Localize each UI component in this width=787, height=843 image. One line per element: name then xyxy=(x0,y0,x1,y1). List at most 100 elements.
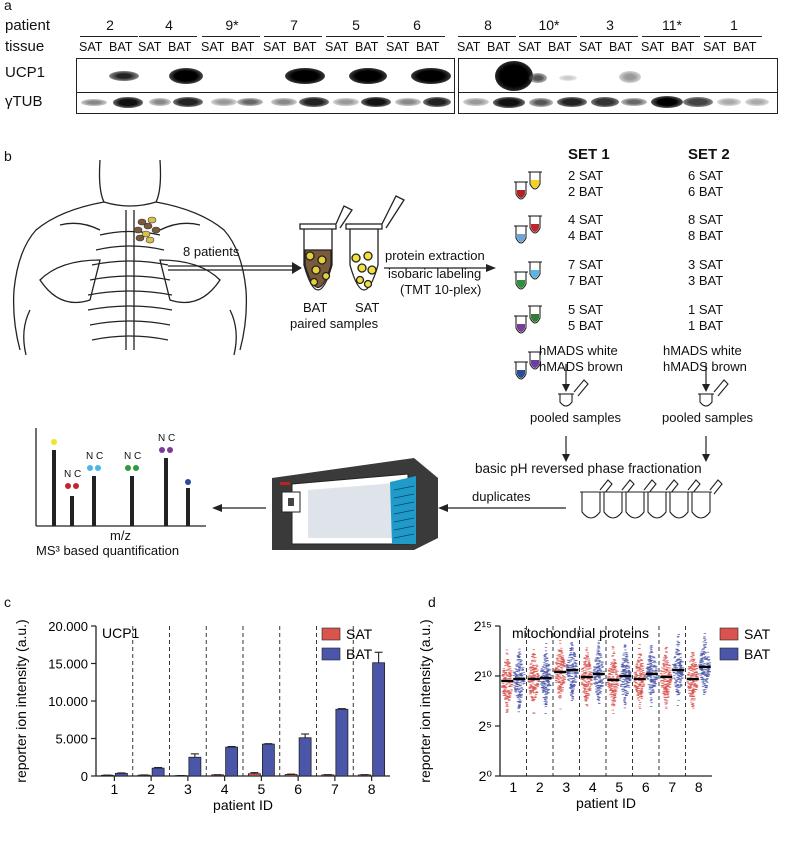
fraction-tube xyxy=(691,491,711,519)
x-axis-label: patient ID xyxy=(576,795,636,811)
set1-pooled-label: pooled samples xyxy=(530,410,622,425)
bat-patch xyxy=(133,216,161,244)
tmt-tube-fill xyxy=(531,314,539,322)
tub-blot-right xyxy=(458,92,778,114)
ucp1-blot-left xyxy=(76,58,455,94)
tissue-sat-label: SAT xyxy=(138,40,162,54)
workflow-diagram xyxy=(12,159,729,550)
x-tick-label: 4 xyxy=(221,781,229,797)
y-tick-label: 2¹⁵ xyxy=(474,618,492,634)
nc-label: N C xyxy=(158,433,176,444)
reporter-dot xyxy=(159,447,165,453)
fraction-tube-lid xyxy=(687,479,701,495)
bar-bat xyxy=(188,756,202,777)
y-tick-label: 5.000 xyxy=(55,732,88,747)
x-tick-label: 1 xyxy=(110,781,118,797)
reporter-dot xyxy=(185,479,191,485)
tmt-tube-pairs xyxy=(514,171,542,380)
tissue-sat-label: SAT xyxy=(325,40,349,54)
tissue-bat-label: BAT xyxy=(293,40,317,54)
patient-label: 1 xyxy=(730,17,738,33)
patient-underline xyxy=(326,36,384,37)
duplicates-label: duplicates xyxy=(472,489,531,504)
mz-label: m/z xyxy=(110,528,131,543)
tissue-sat-label: SAT xyxy=(457,40,481,54)
tmt-tube-fill xyxy=(531,180,539,188)
x-tick-label: 1 xyxy=(509,779,517,795)
back-illustration xyxy=(12,159,248,356)
sat-tube xyxy=(345,195,405,291)
bat-tube xyxy=(299,205,353,291)
legend-label: SAT xyxy=(744,626,771,642)
y-axis-label: reporter ion intensity (a.u.) xyxy=(417,619,433,782)
mass-spectrometer-icon xyxy=(272,458,438,550)
set1-sample: 4 BAT xyxy=(568,228,604,243)
x-tick-label: 8 xyxy=(695,779,703,795)
patient-label: 8 xyxy=(484,17,492,33)
row-label-patient: patient xyxy=(5,17,51,34)
panel-d-letter: d xyxy=(428,594,436,610)
tissue-bat-label: BAT xyxy=(487,40,511,54)
bar-bat xyxy=(225,746,239,777)
legend-swatch xyxy=(719,627,739,641)
set2-sample: 1 SAT xyxy=(688,302,724,317)
fraction-tube-lid xyxy=(709,479,723,495)
tmt-tube-fill xyxy=(517,234,525,242)
set1-sample: 4 SAT xyxy=(568,212,604,227)
patient-underline xyxy=(458,36,516,37)
tmt-label: (TMT 10-plex) xyxy=(400,282,482,297)
tissue-sat-label: SAT xyxy=(386,40,410,54)
bar-bat xyxy=(298,737,312,777)
tissue-bat-label: BAT xyxy=(109,40,133,54)
reporter-dot xyxy=(87,465,93,471)
set2-sample: 3 SAT xyxy=(688,257,724,272)
set2-title: SET 2 xyxy=(688,146,730,163)
fractionation-label: basic pH reversed phase fractionation xyxy=(475,461,702,476)
patient-label: 5 xyxy=(352,17,360,33)
tissue-bat-label: BAT xyxy=(733,40,757,54)
patient-label: 3 xyxy=(606,17,614,33)
patient-underline xyxy=(519,36,577,37)
y-axis-label: reporter ion intensity (a.u.) xyxy=(13,619,29,782)
patient-label: 4 xyxy=(165,17,173,33)
tmt-tube-fill xyxy=(531,224,539,232)
patient-underline xyxy=(139,36,197,37)
tissue-sat-label: SAT xyxy=(703,40,727,54)
set2-sample: 1 BAT xyxy=(688,318,724,333)
reporter-dots xyxy=(51,439,191,489)
tissue-bat-label: BAT xyxy=(231,40,255,54)
tmt-tube-fill xyxy=(531,270,539,278)
chart-title: UCP1 xyxy=(102,625,140,641)
nc-label: N C xyxy=(124,451,142,462)
fraction-tube xyxy=(603,491,623,519)
set2-sample: 8 BAT xyxy=(688,228,724,243)
set1-sample: 5 BAT xyxy=(568,318,604,333)
reporter-dot xyxy=(133,465,139,471)
fraction-tube xyxy=(625,491,645,519)
reporter-dot xyxy=(125,465,131,471)
set1-sample: 2 SAT xyxy=(568,168,604,183)
set2-hmads-white: hMADS white xyxy=(663,343,742,358)
tub-blot-left xyxy=(76,92,455,114)
x-tick-label: 6 xyxy=(294,781,302,797)
set2-sample: 8 SAT xyxy=(688,212,724,227)
tmt-tube-fill xyxy=(517,324,525,332)
fraction-tubes xyxy=(580,479,723,519)
set2-pooled-label: pooled samples xyxy=(662,410,754,425)
ms3-spectrum-plot xyxy=(35,428,206,527)
tissue-bat-label: BAT xyxy=(355,40,379,54)
patient-underline xyxy=(264,36,322,37)
y-tick-label: 2⁰ xyxy=(479,768,493,784)
tmt-tube-fill xyxy=(517,190,525,198)
tissue-bat-label: BAT xyxy=(548,40,572,54)
fraction-tube xyxy=(647,491,667,519)
protein-extraction-label: protein extraction xyxy=(385,248,485,263)
set2-sample: 6 BAT xyxy=(688,184,724,199)
legend-swatch xyxy=(321,627,341,641)
y-tick-label: 15.000 xyxy=(48,657,88,672)
nc-label: N C xyxy=(86,451,104,462)
y-tick-label: 0 xyxy=(81,769,88,784)
fraction-tube-lid xyxy=(621,479,635,495)
tissue-sat-label: SAT xyxy=(641,40,665,54)
